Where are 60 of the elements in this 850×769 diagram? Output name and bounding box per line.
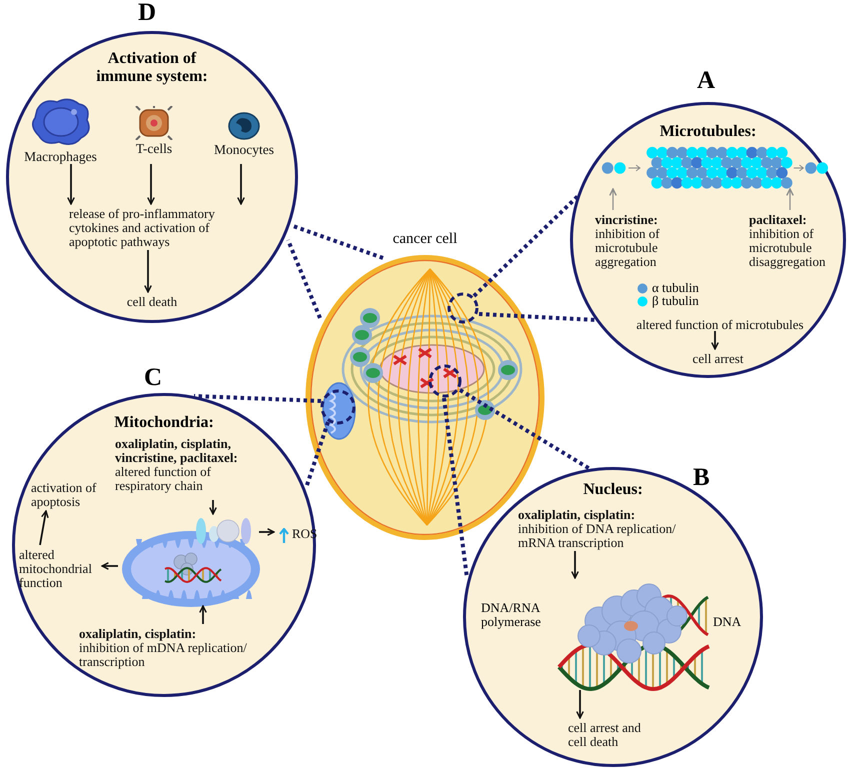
- annotation-text: activation of apoptosis: [31, 481, 98, 509]
- arrow: [147, 164, 155, 205]
- arrow: [209, 500, 217, 515]
- drug-name: oxaliplatin, cisplatin:: [518, 508, 636, 522]
- annotation-text: Macrophages: [23, 150, 98, 164]
- annotation-text: cell death: [126, 295, 178, 309]
- arrow: [237, 164, 245, 205]
- arrow: [576, 690, 584, 719]
- panel-title: Activation of immune system:: [95, 50, 209, 86]
- arrow: [259, 528, 275, 536]
- arrow: [101, 562, 118, 570]
- annotation-text: Monocytes: [213, 143, 275, 157]
- polymerase-dna-drawing: [559, 581, 709, 693]
- drug-name: vincristine:: [595, 213, 659, 227]
- zoom-marker: [320, 389, 356, 425]
- panel-letter: D: [138, 0, 156, 26]
- panel-title: Mitochondria:: [113, 414, 215, 432]
- zoom-line: [194, 394, 322, 403]
- panel-title: Nucleus:: [582, 481, 644, 499]
- zoom-marker: [428, 364, 462, 398]
- zoom-line: [442, 398, 469, 578]
- arrow: [711, 331, 719, 350]
- zoom-line: [292, 224, 384, 260]
- panel-title: Microtubules:: [658, 123, 758, 141]
- annotation-text: inhibition of DNA replication/ mRNA transcription: [518, 522, 677, 550]
- arrow: [39, 510, 49, 546]
- mitochondrion-drawing: [121, 517, 261, 609]
- arrow: [199, 605, 207, 624]
- panel-letter: A: [697, 68, 716, 94]
- arrow: [144, 250, 152, 293]
- annotation-text: altered mitochondrial function: [19, 548, 93, 590]
- zoom-line: [458, 388, 592, 471]
- arrow: [786, 188, 794, 210]
- arrow: [571, 551, 579, 579]
- drug-name: paclitaxel:: [749, 213, 808, 227]
- microtubule-drawing: [600, 145, 828, 191]
- zoom-line: [472, 194, 580, 298]
- annotation-text: inhibition of mDNA replication/ transcription: [79, 641, 248, 669]
- annotation-text: altered function of respiratory chain: [115, 465, 212, 493]
- part-label: DNA: [713, 615, 742, 629]
- cell-label: cancer cell: [392, 231, 458, 247]
- zoom-marker: [447, 292, 479, 324]
- arrow: [609, 188, 617, 210]
- part-label: DNA/RNA polymerase: [481, 601, 542, 629]
- panel-letter: C: [144, 365, 162, 391]
- annotation-text: T-cells: [134, 142, 174, 156]
- zoom-line: [478, 312, 596, 322]
- annotation-text: release of pro-inflammatory cytokines and activation of apoptotic pathways: [69, 207, 216, 249]
- annotation-text: inhibition of microtubule aggregation: [595, 227, 661, 269]
- annotation-text: inhibition of microtubule disaggregation: [749, 227, 827, 269]
- drug-name: oxaliplatin, cisplatin, vincristine, paclitaxel:: [115, 437, 239, 465]
- zoom-line: [286, 239, 322, 319]
- legend-label: β tubulin: [652, 294, 699, 308]
- annotation-text: cell arrest: [692, 352, 744, 366]
- legend-label: α tubulin: [652, 281, 699, 295]
- drug-name: oxaliplatin, cisplatin:: [79, 627, 198, 641]
- annotation-text: cell arrest and cell death: [568, 721, 642, 749]
- arrow: [67, 164, 75, 205]
- annotation-text: altered function of microtubules: [635, 318, 805, 332]
- panel-letter: B: [693, 465, 710, 491]
